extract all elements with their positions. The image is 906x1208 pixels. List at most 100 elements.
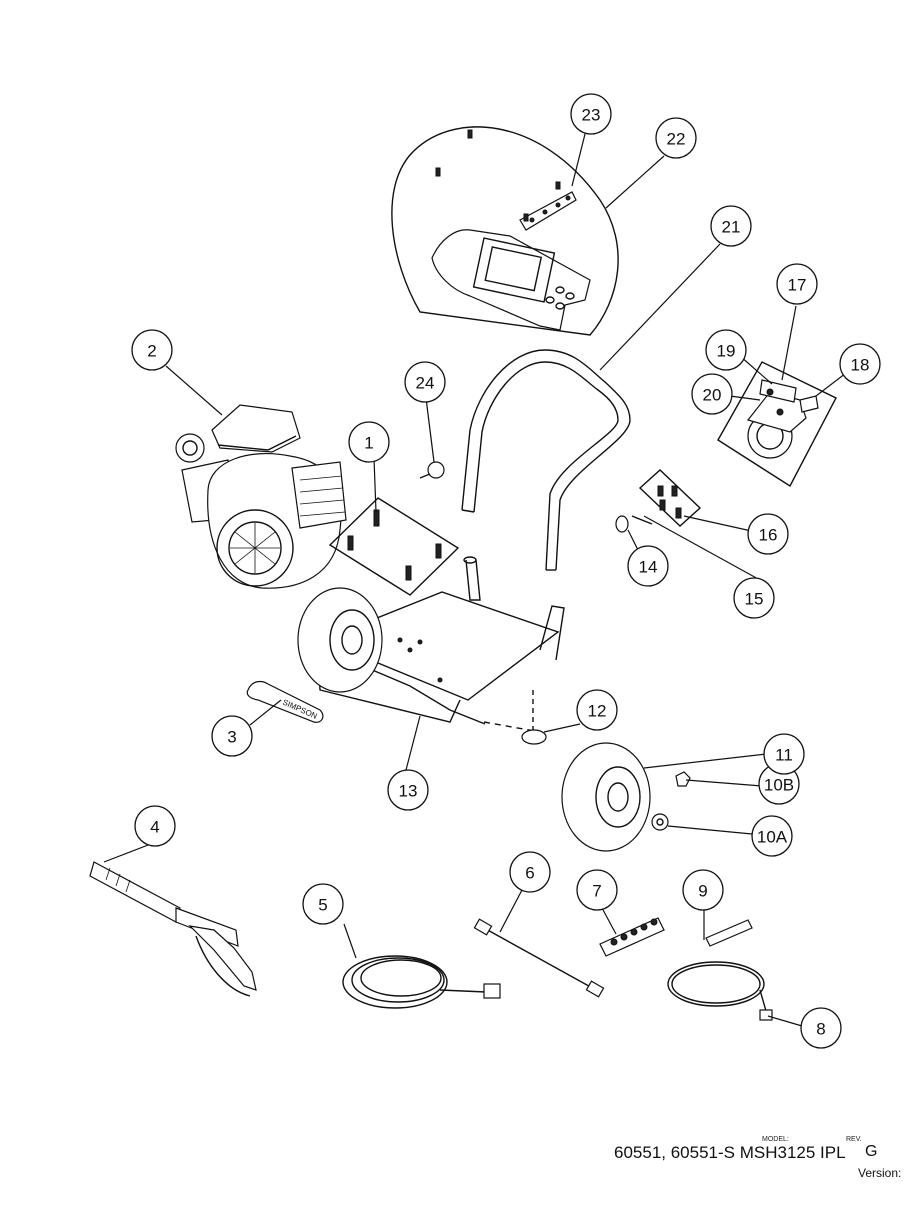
callout-16: 16 <box>747 513 789 555</box>
callout-circle <box>134 805 176 847</box>
callout-circle <box>705 329 747 371</box>
callout-3: 3 <box>211 715 253 757</box>
callout-number: 22 <box>667 130 686 149</box>
callout-number: 11 <box>775 746 793 765</box>
leader-lines <box>103 129 851 1027</box>
callout-circle <box>576 869 618 911</box>
callout-circle <box>691 373 733 415</box>
callout-15: 15 <box>733 577 775 619</box>
model-list: 60551, 60551-S <box>614 1143 735 1162</box>
callout-number: 24 <box>416 374 435 393</box>
callout-18: 18 <box>839 343 881 385</box>
callout-14: 14 <box>627 545 669 587</box>
callout-number: 9 <box>698 882 707 901</box>
callout-11: 11 <box>763 733 805 775</box>
callout-2: 2 <box>131 329 173 371</box>
model-numbers: 60551, 60551-S MSH3125 IPL <box>614 1143 846 1163</box>
callout-layer: 12345678910A10B1112131415161718192021222… <box>131 93 881 1049</box>
model-caption: MODEL: <box>762 1136 789 1143</box>
callout-number: 23 <box>582 106 601 125</box>
callout-number: 14 <box>639 558 658 577</box>
wheel-left <box>297 587 383 693</box>
rev-caption: REV. <box>846 1136 862 1143</box>
siphon-hose <box>667 919 773 1021</box>
engine <box>175 404 347 589</box>
callout-number: 16 <box>759 526 778 545</box>
callout-number: 13 <box>399 782 418 801</box>
callout-7: 7 <box>576 869 618 911</box>
callout-number: 1 <box>364 434 373 453</box>
engine-bolts <box>328 497 460 596</box>
callout-circle <box>710 205 752 247</box>
callout-number: 6 <box>525 864 534 883</box>
callout-8: 8 <box>800 1007 842 1049</box>
callout-number: 15 <box>745 590 764 609</box>
callout-circle <box>404 361 446 403</box>
callout-number: 19 <box>717 342 736 361</box>
callout-number: 4 <box>150 818 159 837</box>
callout-circle <box>655 117 697 159</box>
callout-number: 12 <box>588 702 607 721</box>
callout-number: 21 <box>722 218 741 237</box>
callout-4: 4 <box>134 805 176 847</box>
callout-circle <box>763 733 805 775</box>
callout-circle <box>387 769 429 811</box>
callout-number: 5 <box>318 896 327 915</box>
callout-circle <box>776 263 818 305</box>
flywheel-fins <box>230 523 280 573</box>
callout-10a: 10A <box>751 815 793 857</box>
callout-22: 22 <box>655 117 697 159</box>
callout-13: 13 <box>387 769 429 811</box>
callout-number: 2 <box>147 342 156 361</box>
callout-19: 19 <box>705 329 747 371</box>
callout-circle <box>751 815 793 857</box>
wheel-right <box>521 729 691 852</box>
callout-9: 9 <box>682 869 724 911</box>
callout-number: 8 <box>816 1020 825 1039</box>
callout-circle <box>733 577 775 619</box>
small-hardware <box>615 469 702 533</box>
pump-assembly <box>717 361 837 488</box>
detergent-nozzle: SIMPSON <box>246 680 324 723</box>
callout-number: 10A <box>757 828 788 847</box>
handle-knob <box>419 461 445 479</box>
document-id: MSH3125 IPL <box>739 1143 846 1162</box>
callout-number: 3 <box>227 728 236 747</box>
callout-circle <box>570 93 612 135</box>
nozzle-set <box>599 917 665 957</box>
callout-1: 1 <box>348 421 390 463</box>
callout-21: 21 <box>710 205 752 247</box>
callout-circle <box>576 689 618 731</box>
callout-circle <box>627 545 669 587</box>
callout-10b: 10B <box>758 763 800 805</box>
version-caption: Version: <box>858 1166 902 1180</box>
callout-number: 18 <box>851 356 870 375</box>
revision-letter: G <box>865 1143 878 1160</box>
callout-circle <box>800 1007 842 1049</box>
callout-17: 17 <box>776 263 818 305</box>
callout-12: 12 <box>576 689 618 731</box>
callout-23: 23 <box>570 93 612 135</box>
spray-gun <box>89 861 257 997</box>
spray-wand <box>473 918 605 998</box>
callout-number: 10B <box>764 776 794 795</box>
callout-number: 7 <box>592 882 601 901</box>
callout-circle <box>211 715 253 757</box>
frame-handle <box>461 349 631 571</box>
callout-circle <box>302 883 344 925</box>
high-pressure-hose <box>342 955 501 1009</box>
callout-circle <box>509 851 551 893</box>
control-panel-detail <box>391 126 619 336</box>
callout-circle <box>131 329 173 371</box>
callout-20: 20 <box>691 373 733 415</box>
callout-circle <box>682 869 724 911</box>
callout-circle <box>839 343 881 385</box>
callout-5: 5 <box>302 883 344 925</box>
callout-circle <box>747 513 789 555</box>
callout-6: 6 <box>509 851 551 893</box>
callout-number: 17 <box>788 276 807 295</box>
callout-24: 24 <box>404 361 446 403</box>
callout-number: 20 <box>703 386 722 405</box>
callout-circle <box>348 421 390 463</box>
